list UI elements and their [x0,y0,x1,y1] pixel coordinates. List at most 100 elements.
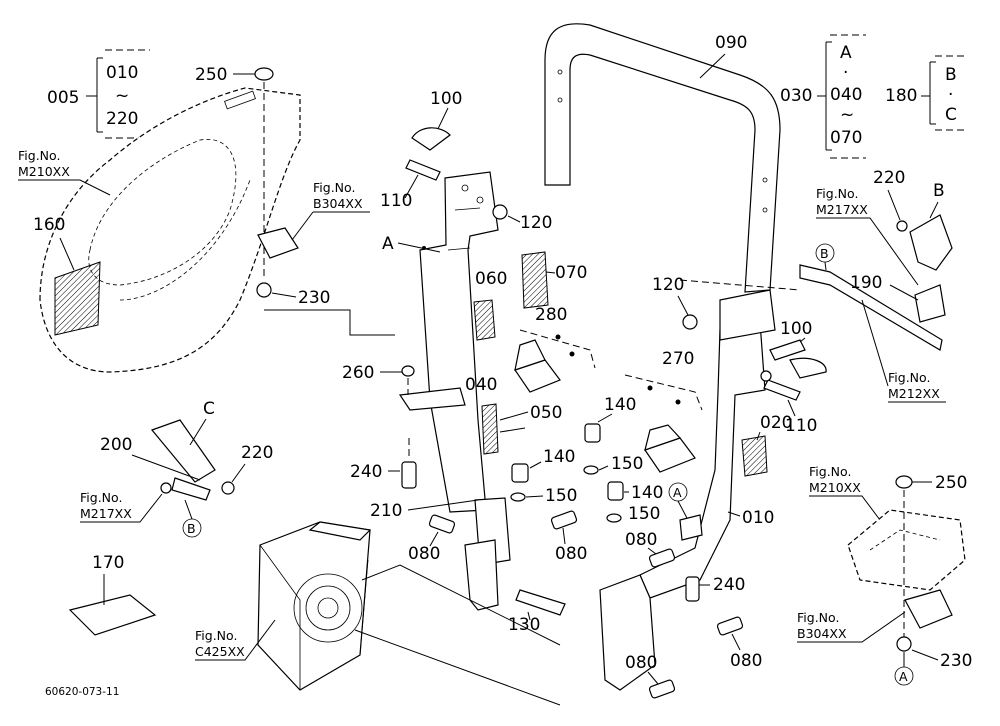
rops-left-post: A [382,171,511,611]
label-030: 030 [780,86,812,106]
label-260: 260 [342,363,374,383]
label-140-b: 140 [604,395,636,415]
label-110-b: 110 [785,416,817,436]
label-ref-B-top: B [933,181,945,201]
figref-m212-code: M212XX [888,386,940,401]
label-dot-2: · [948,85,953,105]
cover-270: 270 [624,349,703,473]
label-100: 100 [430,89,462,109]
diagram-id: 60620-073-11 [45,686,119,698]
label-100-b: 100 [780,319,812,339]
label-tilde: ~ [115,86,129,106]
module-190-220: 220 B Fig.No. M217XX 190 B Fig.No. M212X… [799,168,953,403]
manual-170 [68,594,157,636]
label-160: 160 [33,215,65,235]
label-A-top: A [840,43,852,63]
label-250-b: 250 [935,473,967,493]
label-070: 070 [555,263,587,283]
label-050: 050 [530,403,562,423]
label-ref-C: C [203,399,215,419]
decal-060 [473,299,496,341]
label-090: 090 [715,33,747,53]
bolts-140-150-mid: 140 150 [510,447,577,506]
figref-m217-code: M217XX [80,506,132,521]
label-tilde-b: ~ [840,105,854,125]
bolts-140-150-right: 140 150 140 150 A [583,395,703,541]
figref-m217-title: Fig.No. [80,490,122,505]
rops-arch: 090 [544,23,781,293]
figref-m217b-title: Fig.No. [816,186,858,201]
label-110: 110 [380,191,412,211]
figref-b304-code: B304XX [313,196,363,211]
bolts-080-left: 080 080 [408,510,587,564]
label-B-top: B [945,65,957,85]
decal-160 [54,261,101,336]
label-130: 130 [508,615,540,635]
label-080-e: 080 [625,653,657,673]
label-140-a: 140 [543,447,575,467]
label-020: 020 [760,413,792,433]
decal-020 [741,435,768,477]
label-060: 060 [475,269,507,289]
label-240-right: 240 [713,575,745,595]
figref-c425-code: C425XX [195,644,245,659]
label-240-left: 240 [350,462,382,482]
figref-b304-title: Fig.No. [313,180,355,195]
label-080-d: 080 [730,651,762,671]
label-005: 005 [47,88,79,108]
label-120: 120 [520,213,552,233]
bolts-080-right: 080 080 080 [625,530,762,699]
label-ref-B-circle: B [820,246,829,261]
label-120-b: 120 [652,275,684,295]
plate-130 [515,589,566,616]
figref-c425-title: Fig.No. [195,628,237,643]
cover-280: 280 [514,305,596,393]
decal-040 [481,403,499,455]
label-230: 230 [298,288,330,308]
label-ref-A: A [382,234,394,254]
label-250: 250 [195,65,227,85]
label-040-b: 040 [830,85,862,105]
left-fender: 160 Fig.No. M210XX [18,87,301,373]
label-ref-A-circle: A [673,485,682,500]
label-270: 270 [662,349,694,369]
group-030: 030 A · 040 ~ 070 180 B · C [780,34,965,159]
figref-m210-title: Fig.No. [18,148,60,163]
group-005: 005 010 ~ 220 [47,49,150,139]
decal-070 [521,251,549,309]
label-200: 200 [100,435,132,455]
label-010: 010 [106,63,138,83]
transmission-housing: Fig.No. C425XX [195,521,561,706]
label-070-b: 070 [830,128,862,148]
label-150-c: 150 [628,504,660,524]
label-280: 280 [535,305,567,325]
figref-m210b-title: Fig.No. [809,464,851,479]
figref-m212-title: Fig.No. [888,370,930,385]
label-150-a: 150 [545,486,577,506]
label-170: 170 [92,553,124,573]
figref-m217b-code: M217XX [816,202,868,217]
label-ref-B-left: B [187,521,196,536]
label-080-a: 080 [408,544,440,564]
label-010-b: 010 [742,508,774,528]
label-150-b: 150 [611,454,643,474]
label-180: 180 [885,86,917,106]
rops-right-post: 010 020 [599,289,792,691]
figref-m210b-code: M210XX [809,480,861,495]
bracket-200: C 200 220 Fig.No. M217XX B [80,399,273,538]
label-230-b: 230 [940,651,972,671]
label-040: 040 [465,375,497,395]
pin-group-right: 120 100 110 [652,275,827,436]
figref-m210-code: M210XX [18,164,70,179]
label-080-c: 080 [625,530,657,550]
figref-b304b-title: Fig.No. [797,610,839,625]
label-140-c: 140 [631,483,663,503]
label-080-b: 080 [555,544,587,564]
label-210: 210 [370,501,402,521]
label-220-b: 220 [873,168,905,188]
label-dot-1: · [843,63,848,83]
bolt-250-group: 250 230 Fig.No. B304XX [195,65,395,336]
label-220-c: 220 [241,443,273,463]
